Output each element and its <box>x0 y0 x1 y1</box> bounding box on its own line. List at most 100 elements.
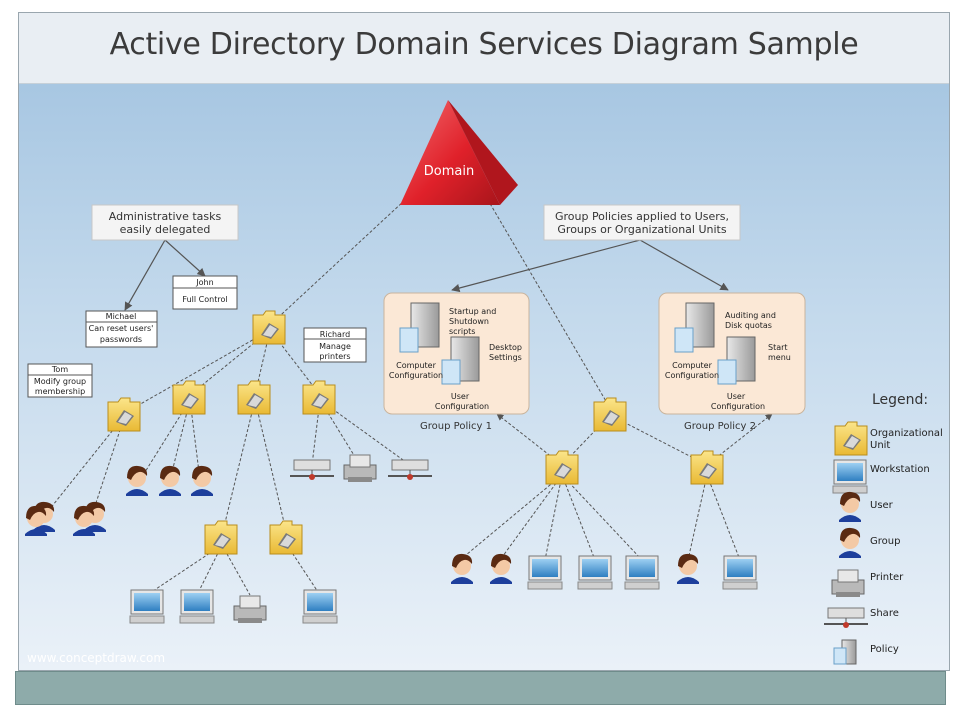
page-title: Active Directory Domain Services Diagram… <box>109 27 859 62</box>
user-icon <box>159 465 181 496</box>
ou-folder-icon <box>252 310 286 345</box>
group-icon <box>25 505 47 536</box>
delegate-richard-name: Richard <box>320 330 350 339</box>
printer-icon <box>831 569 865 597</box>
legend-label: Group <box>870 536 900 547</box>
gp1-item-c-1: Computer <box>396 361 436 370</box>
legend-item: User <box>839 491 894 522</box>
legend-item: Group <box>839 527 900 558</box>
delegate-richard-role-1: Manage <box>319 342 351 351</box>
organizational-units <box>107 310 724 555</box>
footer-bar <box>15 671 946 705</box>
admin-callout-line2: easily delegated <box>120 223 211 236</box>
workstation-icon <box>577 555 613 590</box>
gp2-item-c-1: Computer <box>672 361 712 370</box>
legend-item: Policy <box>833 639 899 665</box>
share-icon <box>388 459 432 480</box>
domain-node: Domain <box>400 100 518 205</box>
delegate-john-role: Full Control <box>182 295 227 304</box>
admin-callout-line1: Administrative tasks <box>109 210 222 223</box>
gp2-caption: Group Policy 2 <box>684 421 756 432</box>
gp1-item-c-2: Configuration <box>389 371 443 380</box>
group-policy-1: Startup and Shutdown scripts Desktop Set… <box>383 292 530 432</box>
user-icon <box>191 465 213 496</box>
user-icon <box>451 553 473 584</box>
legend-item: Printer <box>831 569 904 597</box>
legend-label: Policy <box>870 644 899 655</box>
workstation-icon <box>302 589 338 624</box>
gp2-item-d-1: User <box>727 392 746 401</box>
legend-label: Workstation <box>870 464 930 475</box>
delegate-michael-role-1: Can reset users' <box>89 324 154 333</box>
delegate-richard: Richard Manage printers <box>303 327 367 363</box>
group-icon <box>839 527 861 558</box>
ou-folder-icon <box>593 397 627 432</box>
policy-icon <box>833 639 857 665</box>
workstation-icon <box>129 589 165 624</box>
ou-folder-icon <box>302 380 336 415</box>
gp1-item-a-1: Startup and <box>449 307 496 316</box>
gp1-item-d-1: User <box>451 392 470 401</box>
legend-title: Legend: <box>872 392 928 408</box>
watermark: www.conceptdraw.com <box>27 651 165 665</box>
delegate-john: John Full Control <box>172 275 238 310</box>
admin-callout: Administrative tasks easily delegated <box>91 204 239 241</box>
gp1-item-b-2: Settings <box>489 353 522 362</box>
group-icon <box>73 505 95 536</box>
legend: Legend: OrganizationalUnitWorkstationUse… <box>824 392 943 665</box>
title-bar: Active Directory Domain Services Diagram… <box>19 13 949 84</box>
workstation-icon <box>527 555 563 590</box>
legend-label: Share <box>870 608 899 619</box>
delegate-tom: Tom Modify group membership <box>27 363 93 398</box>
ou-folder-icon <box>204 520 238 555</box>
printer-icon <box>233 595 267 623</box>
gp-callout-line1: Group Policies applied to Users, <box>555 210 729 223</box>
legend-item: Share <box>824 607 899 628</box>
connector-lines <box>44 194 741 596</box>
user-icon <box>490 553 512 584</box>
shares-layer <box>290 459 432 480</box>
legend-label: User <box>870 500 894 511</box>
callout-arrows <box>124 239 729 311</box>
workstation-icon <box>832 459 868 494</box>
gp2-item-b-1: Start <box>768 343 788 352</box>
workstation-icon <box>179 589 215 624</box>
domain-label: Domain <box>424 164 474 179</box>
delegate-john-name: John <box>195 278 213 287</box>
gp2-item-a-1: Auditing and <box>725 311 776 320</box>
printer-icon <box>343 454 377 482</box>
delegate-tom-name: Tom <box>51 365 68 374</box>
gp2-item-a-2: Disk quotas <box>725 321 772 330</box>
gp2-item-b-2: menu <box>768 353 791 362</box>
ou-folder-icon <box>237 380 271 415</box>
group-policy-2: Auditing and Disk quotas Start menu Comp… <box>658 292 806 432</box>
share-icon <box>824 607 868 628</box>
user-icon <box>677 553 699 584</box>
gp1-item-b-1: Desktop <box>489 343 522 352</box>
delegate-michael-role-2: passwords <box>100 335 142 344</box>
legend-item: Workstation <box>832 459 930 494</box>
ou-folder-icon <box>269 520 303 555</box>
gp1-item-a-2: Shutdown <box>449 317 489 326</box>
delegate-michael: Michael Can reset users' passwords <box>85 310 158 348</box>
gp1-item-d-2: Configuration <box>435 402 489 411</box>
delegate-tom-role-2: membership <box>35 387 85 396</box>
folder-icon <box>834 421 868 456</box>
gp1-caption: Group Policy 1 <box>420 421 492 432</box>
ou-folder-icon <box>172 380 206 415</box>
workstations-layer <box>129 555 758 624</box>
printers-layer <box>233 454 377 623</box>
legend-label: Printer <box>870 572 904 583</box>
gp-callout-line2: Groups or Organizational Units <box>557 223 726 236</box>
users-layer <box>25 465 699 584</box>
user-icon <box>839 491 861 522</box>
gp1-item-a-3: scripts <box>449 327 475 336</box>
delegate-michael-name: Michael <box>106 312 137 321</box>
delegate-tom-role-1: Modify group <box>34 377 86 386</box>
ou-folder-icon <box>690 450 724 485</box>
gp2-item-d-2: Configuration <box>711 402 765 411</box>
ou-folder-icon <box>545 450 579 485</box>
ou-folder-icon <box>107 397 141 432</box>
